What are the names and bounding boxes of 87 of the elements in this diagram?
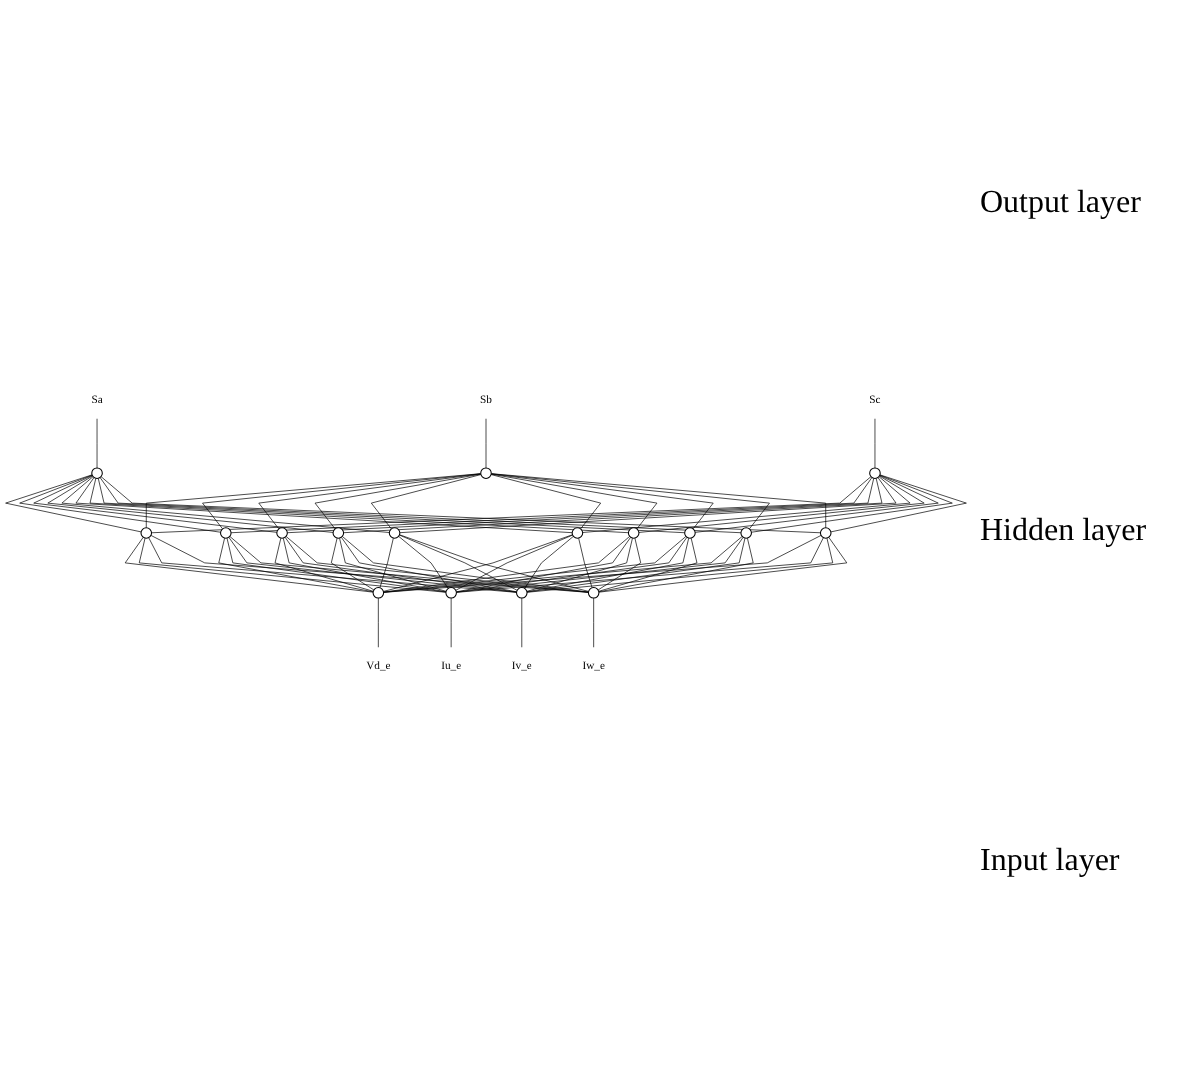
node-circle [140,527,153,539]
connector [19,474,221,533]
connector [330,537,375,591]
node-circle [684,527,696,539]
connector [148,537,517,593]
connector [202,473,482,530]
connector [339,537,447,592]
connector [284,536,517,593]
connector [138,537,447,593]
connector [526,537,834,593]
connector [456,537,824,593]
node-circle [372,586,385,599]
connector [383,536,687,593]
connector [274,537,374,592]
connector [383,534,573,592]
connector [638,475,925,533]
connector [370,474,482,530]
node-circle [516,586,528,599]
connector [490,473,827,529]
connector [597,537,642,591]
node-circle [276,527,288,539]
node-circle [627,527,640,539]
node-circle [332,527,345,539]
connector [341,536,517,593]
connector [61,476,390,533]
connector [456,536,744,593]
connector [582,476,911,533]
connector [598,536,848,593]
connector [456,536,688,593]
connector [33,475,278,533]
connector [145,473,482,529]
connector [47,475,334,533]
connector [450,597,452,648]
connector [379,537,394,589]
node-circle [220,527,232,539]
node-circle [480,467,492,480]
connector [456,536,631,593]
connector [342,536,589,593]
connector [383,535,822,593]
connector [526,537,633,592]
connector [314,473,482,530]
layer-label: Input layer [980,843,1122,880]
connector [399,534,518,591]
connector [490,473,770,530]
connector [258,473,482,530]
connector [124,536,374,593]
connector [229,536,589,593]
connector [5,474,142,533]
connector [694,475,939,533]
connector [226,537,447,593]
connector [378,597,379,648]
connector [228,536,517,593]
connector [490,474,602,530]
connector [285,536,589,593]
connector [96,418,98,469]
connector [282,537,447,593]
node-circle [819,527,832,539]
node-circle [445,586,457,599]
connector [526,537,690,593]
connector [490,473,658,530]
node-circle [740,527,752,539]
connector [383,536,630,593]
node-circle [388,527,401,539]
node-circle [869,467,881,480]
layer-label: Output layer [980,186,1143,223]
node-circle [587,586,600,599]
connector [490,473,714,530]
layer-label: Hidden layer [980,514,1149,551]
connector [399,534,589,592]
connector [598,537,698,592]
node-circle [91,467,103,480]
connector [593,597,594,648]
connector [598,537,754,593]
connector [485,418,487,469]
connector [218,537,374,593]
connector [398,536,449,589]
node-circle [571,527,584,539]
connector [150,535,589,593]
connector [455,534,573,591]
connector [578,537,593,589]
connector [521,597,523,648]
connector [751,474,953,533]
connector [524,536,574,589]
connector [383,536,743,593]
connector [874,418,876,469]
connector [830,474,967,533]
connector [526,537,746,593]
